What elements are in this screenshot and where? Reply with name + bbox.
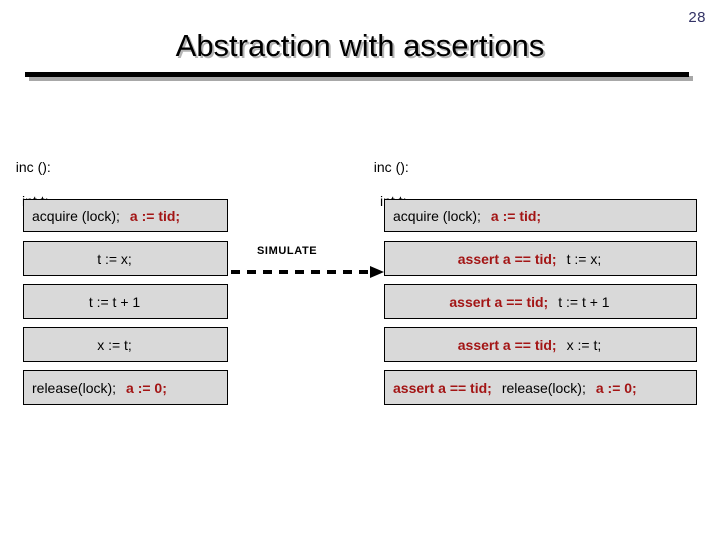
code-segment: release(lock); (32, 379, 117, 396)
left-statement-box: t := t + 1 (23, 284, 228, 319)
code-segment: x := t; (566, 336, 602, 353)
left-statement-box: acquire (lock); a := tid; (23, 199, 228, 232)
left-statement-box: release(lock); a := 0; (23, 370, 228, 405)
code-segment: x := t; (97, 336, 132, 353)
right-statement-box: assert a == tid; t := x; (384, 241, 697, 276)
right-statement-box: assert a == tid; release(lock); a := 0; (384, 370, 697, 405)
code-segment: t := t + 1 (88, 293, 141, 310)
statement-text: assert a == tid; t := t + 1 (385, 294, 696, 310)
page-title: Abstraction with assertions (175, 28, 545, 63)
page-number: 28 (688, 9, 706, 26)
statement-text: t := x; (24, 251, 227, 267)
statement-text: assert a == tid; t := x; (385, 251, 696, 267)
statement-text: acquire (lock); a := tid; (24, 208, 180, 224)
assertion-segment: a := 0; (126, 379, 167, 396)
code-segment: t := t + 1 (558, 293, 610, 310)
statement-text: t := t + 1 (24, 294, 227, 310)
assertion-segment: assert a == tid; (457, 336, 557, 353)
assertion-segment: a := tid; (490, 207, 542, 224)
dashed-arrow-right-icon (231, 263, 385, 281)
right-statement-box: assert a == tid; x := t; (384, 327, 697, 362)
assertion-segment: a := tid; (129, 207, 181, 224)
right-signature-line-1: inc (): (373, 159, 409, 175)
left-statement-box: x := t; (23, 327, 228, 362)
left-signature-line-1: inc (): (15, 159, 51, 175)
right-statement-box: assert a == tid; t := t + 1 (384, 284, 697, 319)
assertion-segment: assert a == tid; (449, 293, 549, 310)
title-rule-shadow (29, 76, 693, 81)
title-rule (25, 72, 689, 77)
statement-text: acquire (lock); a := tid; (385, 208, 541, 224)
code-segment: release(lock); (501, 379, 586, 396)
statement-text: x := t; (24, 337, 227, 353)
assertion-segment: assert a == tid; (457, 250, 557, 267)
left-statement-box: t := x; (23, 241, 228, 276)
code-segment: t := x; (97, 250, 132, 267)
right-statement-box: acquire (lock); a := tid; (384, 199, 697, 232)
assertion-segment: assert a == tid; (393, 379, 492, 396)
simulate-label: SIMULATE (257, 245, 318, 257)
statement-text: release(lock); a := 0; (24, 380, 167, 396)
code-segment: acquire (lock); (393, 207, 481, 224)
assertion-segment: a := 0; (595, 379, 637, 396)
code-segment: t := x; (566, 250, 602, 267)
code-segment: acquire (lock); (32, 207, 120, 224)
statement-text: assert a == tid; release(lock); a := 0; (385, 380, 637, 396)
statement-text: assert a == tid; x := t; (385, 337, 696, 353)
